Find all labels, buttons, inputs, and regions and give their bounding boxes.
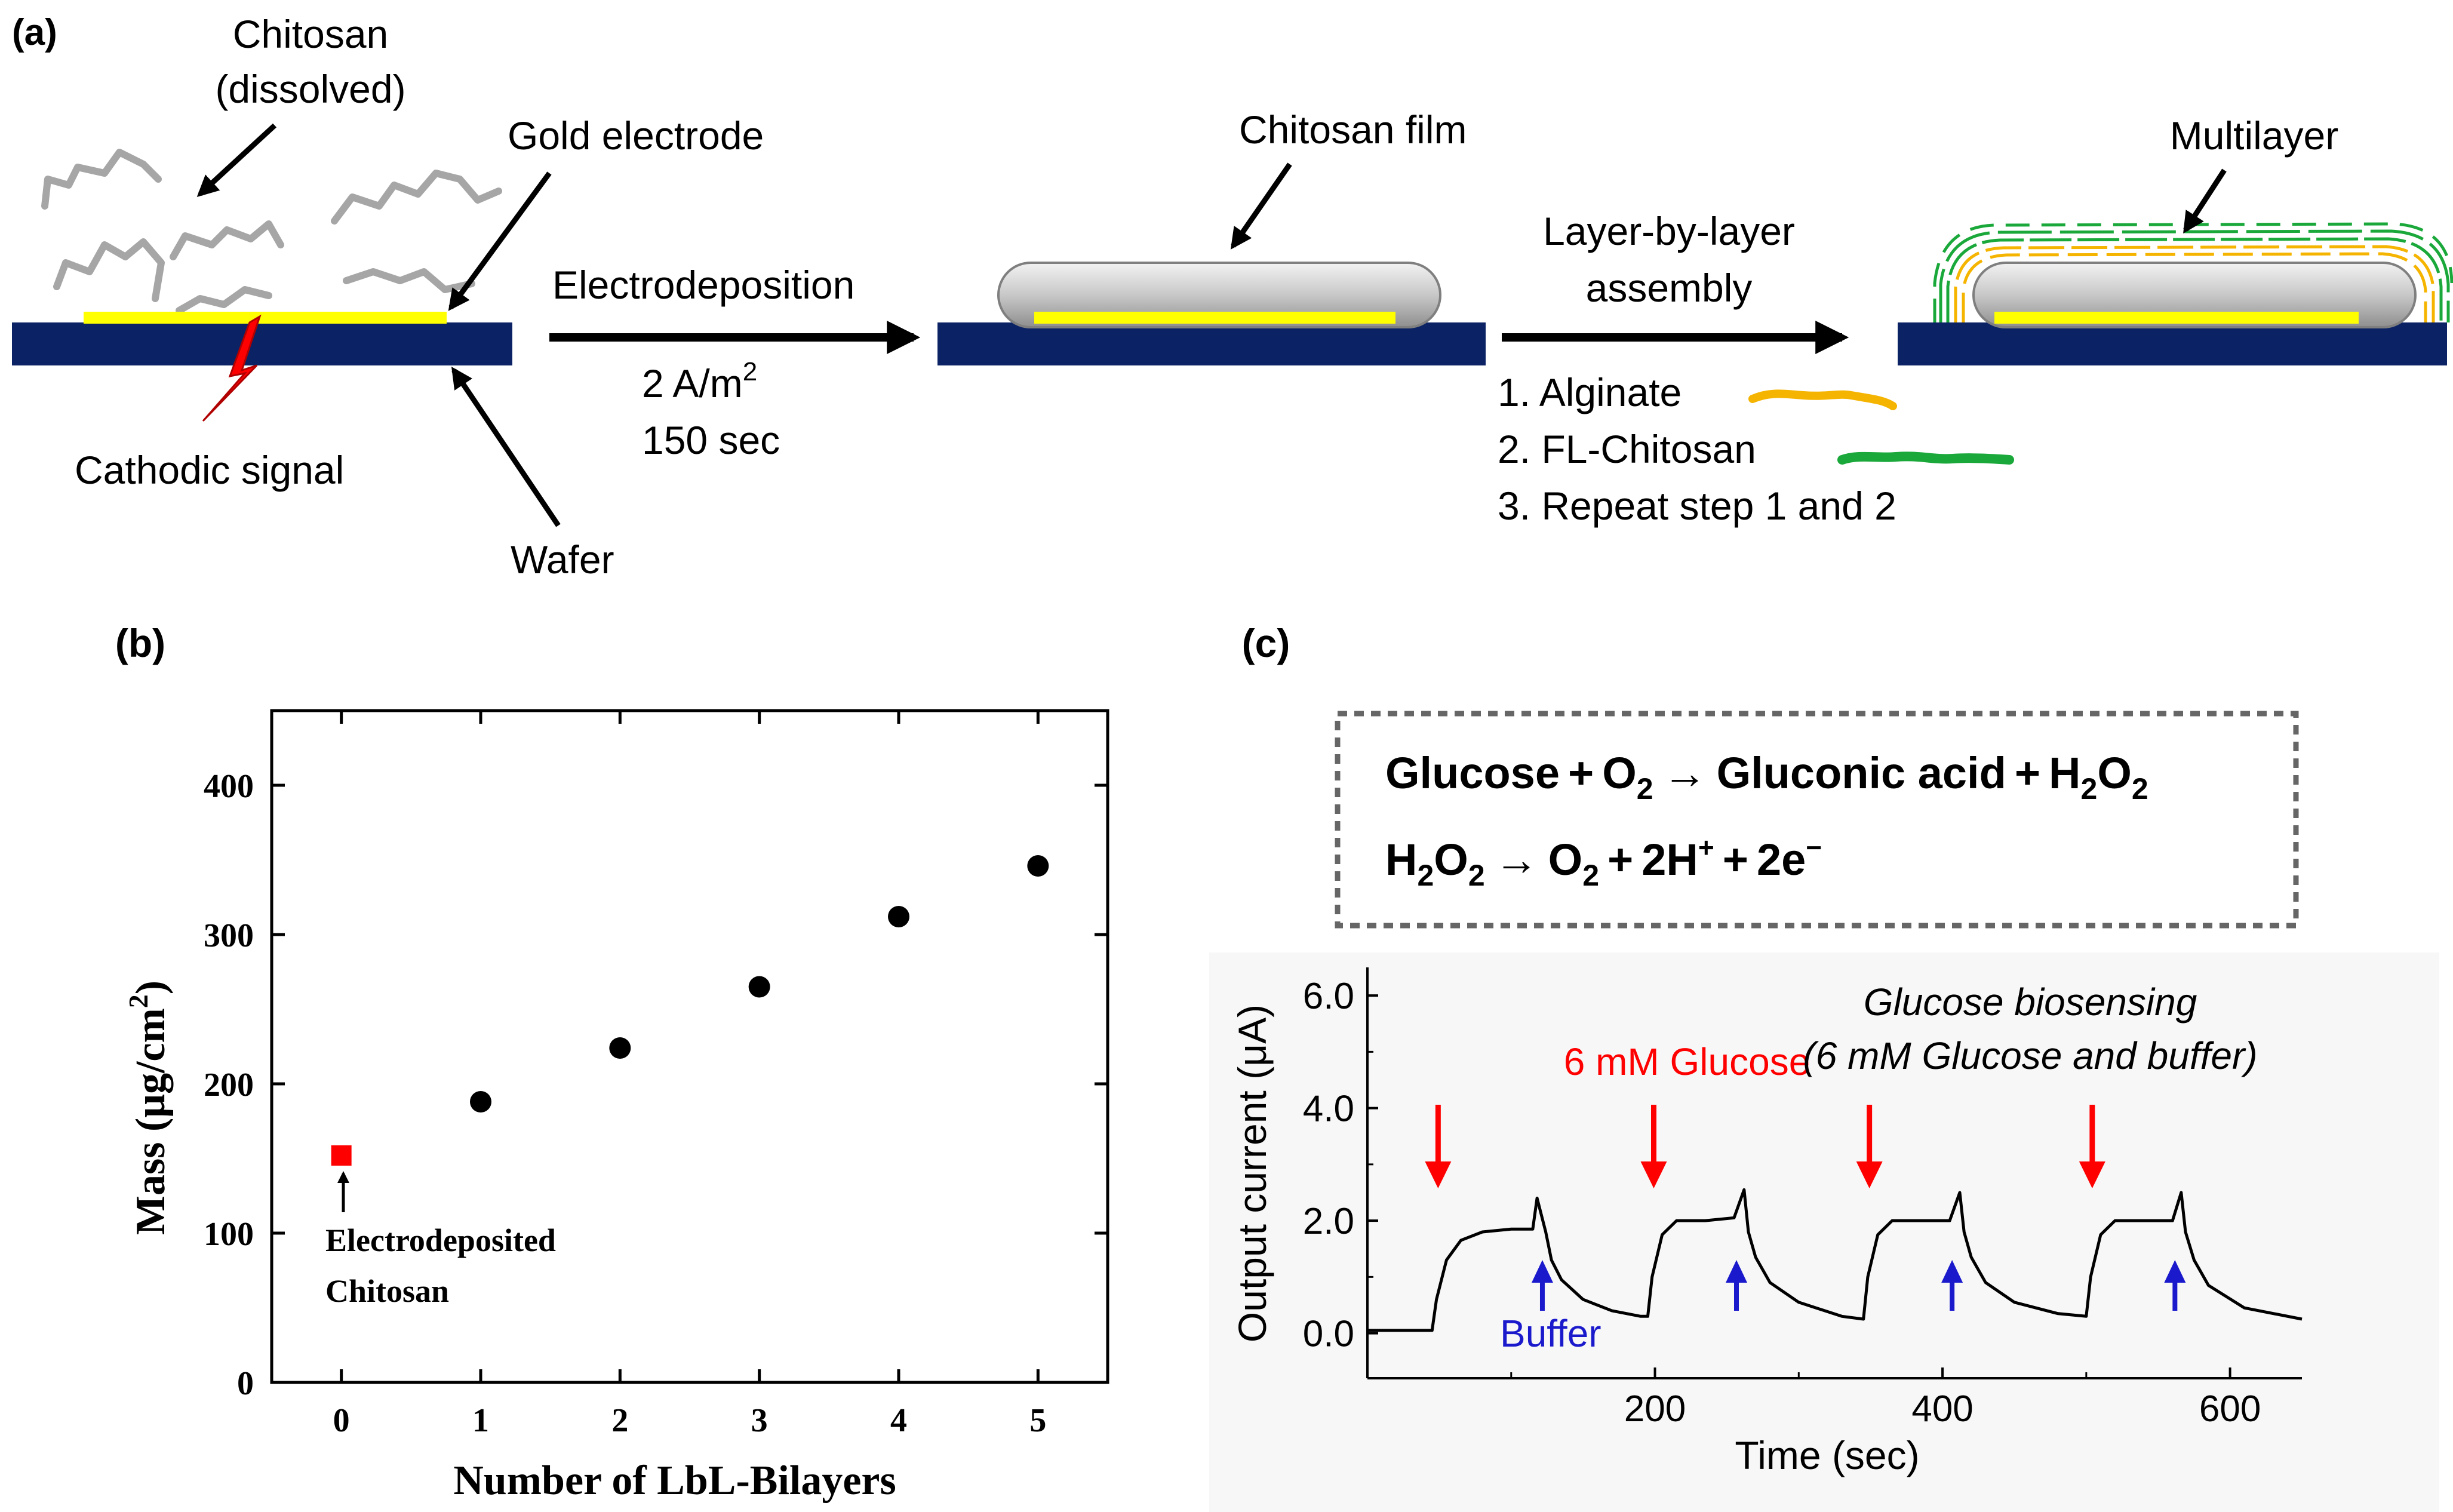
gold-electrode-label: Gold electrode — [508, 113, 764, 158]
electrodeposited-annotation-1: Electrodeposited — [325, 1222, 556, 1258]
chitosan-dissolved-label-1: Chitosan — [233, 12, 389, 56]
data-point-bilayer — [609, 1037, 631, 1059]
multilayer-label: Multilayer — [2170, 113, 2338, 158]
buffer-injection-label: Buffer — [1500, 1312, 1601, 1355]
y-tick-label: 100 — [204, 1216, 254, 1253]
data-point-bilayer — [748, 976, 770, 998]
x-tick-label: 4 — [890, 1402, 907, 1439]
lbl-label-2: assembly — [1586, 266, 1753, 310]
x-tick-label: 400 — [1911, 1388, 1973, 1430]
current-trace-line — [1367, 1188, 2303, 1332]
y-tick-label: 6.0 — [1303, 976, 1354, 1017]
cathodic-signal-label: Cathodic signal — [75, 448, 344, 492]
electrodeposition-label: Electrodeposition — [552, 263, 854, 307]
x-tick-label: 200 — [1624, 1388, 1686, 1430]
reaction-equation-1: Glucose+O2→Gluconic acid+H2O2 — [1385, 748, 2148, 806]
biosensing-title-2: (6 mM Glucose and buffer) — [1803, 1034, 2257, 1077]
alginate-swatch — [1748, 389, 1897, 410]
panel-c: (c) Glucose+O2→Gluconic acid+H2O2 H2O2→O… — [1209, 621, 2439, 1512]
x-tick-label: 3 — [751, 1402, 768, 1439]
x-tick-label: 2 — [611, 1402, 628, 1439]
mass-chart-xlabel: Number of LbL-Bilayers — [453, 1458, 896, 1504]
mass-chart: 0 1 2 3 4 5 0 100 200 300 400 — [204, 709, 1109, 1439]
gold-electrode-pointer-arrow — [448, 171, 552, 311]
x-tick-label: 600 — [2199, 1388, 2261, 1430]
data-point-bilayer — [1027, 855, 1049, 877]
glucose-arrow-head — [2079, 1161, 2105, 1188]
y-tick-label: 400 — [204, 768, 254, 805]
duration-label: 150 sec — [642, 418, 780, 462]
glucose-arrow-head — [1425, 1161, 1452, 1188]
fl-chitosan-swatch — [1837, 451, 2014, 465]
current-chart: 200 400 600 0.0 2.0 4.0 6.0 — [1303, 967, 2303, 1430]
gold-electrode-3 — [1994, 312, 2359, 324]
electrodeposited-annotation-2: Chitosan — [325, 1273, 449, 1309]
data-point-bilayer — [470, 1091, 491, 1113]
y-tick-label: 300 — [204, 917, 254, 954]
y-tick-label: 2.0 — [1303, 1201, 1354, 1242]
wafer — [12, 322, 512, 365]
reaction-equation-2: H2O2→O2+2H++2e− — [1385, 832, 1822, 892]
chitosan-dissolved-label-2: (dissolved) — [215, 67, 405, 111]
reaction-equation-box — [1335, 711, 2299, 929]
data-point-bilayer — [888, 906, 909, 927]
chitosan-film-pointer-arrow — [1230, 162, 1292, 250]
panel-c-label: (c) — [1242, 621, 1290, 665]
x-tick-label: 1 — [472, 1402, 489, 1439]
current-chart-xlabel: Time (sec) — [1735, 1433, 1919, 1477]
chitosan-film-label: Chitosan film — [1239, 107, 1467, 152]
step-2-label: 2. FL-Chitosan — [1498, 427, 1756, 471]
cathodic-signal-spark — [202, 314, 262, 422]
glucose-arrow-head — [1640, 1161, 1667, 1188]
current-chart-ylabel: Output current (μA) — [1230, 1004, 1274, 1342]
panel-a: (a) Chitosan (dissolved) Gold electrode … — [12, 12, 2453, 582]
current-density-label: 2 A/m2 — [642, 357, 757, 405]
mass-chart-ylabel: Mass (μg/cm2) — [123, 981, 174, 1235]
gold-electrode-2 — [1034, 312, 1395, 324]
buffer-arrow-head — [1941, 1260, 1963, 1283]
chitosan-film — [997, 262, 1441, 328]
step-1-label: 1. Alginate — [1498, 370, 1682, 414]
glucose-injection-label: 6 mM Glucose — [1564, 1040, 1810, 1083]
buffer-arrow-head — [2164, 1260, 2186, 1283]
current-chart-background — [1209, 952, 2439, 1512]
chitosan-pointer-arrow — [196, 123, 277, 197]
wafer-pointer-arrow — [451, 367, 561, 527]
mass-chart-frame — [270, 709, 1109, 1384]
wafer-label: Wafer — [511, 537, 614, 582]
panel-b: (b) 0 1 2 3 4 5 0 100 200 300 400 Mass (μg/cm2) Nu… — [115, 621, 1109, 1504]
y-tick-label: 0 — [237, 1365, 254, 1402]
gold-electrode — [84, 312, 447, 324]
x-tick-label: 0 — [333, 1402, 350, 1439]
wafer-2 — [937, 322, 1486, 365]
buffer-arrow-head — [1531, 1260, 1553, 1283]
lbl-label-1: Layer-by-layer — [1543, 209, 1795, 253]
panel-a-label: (a) — [12, 12, 57, 53]
wafer-3 — [1898, 322, 2447, 365]
y-tick-label: 0.0 — [1303, 1314, 1354, 1355]
dissolved-chitosan — [41, 149, 502, 314]
multilayer-pointer-arrow — [2183, 168, 2227, 234]
panel-b-label: (b) — [115, 621, 165, 665]
biosensing-title-1: Glucose biosensing — [1864, 981, 2197, 1024]
glucose-arrow-head — [1856, 1161, 1883, 1188]
y-tick-label: 4.0 — [1303, 1089, 1354, 1130]
chitosan-core — [1972, 262, 2417, 328]
buffer-arrow-head — [1726, 1260, 1747, 1283]
data-point-electrodeposited — [331, 1145, 352, 1166]
step-3-label: 3. Repeat step 1 and 2 — [1498, 484, 1896, 528]
x-tick-label: 5 — [1029, 1402, 1046, 1439]
y-tick-label: 200 — [204, 1067, 254, 1104]
